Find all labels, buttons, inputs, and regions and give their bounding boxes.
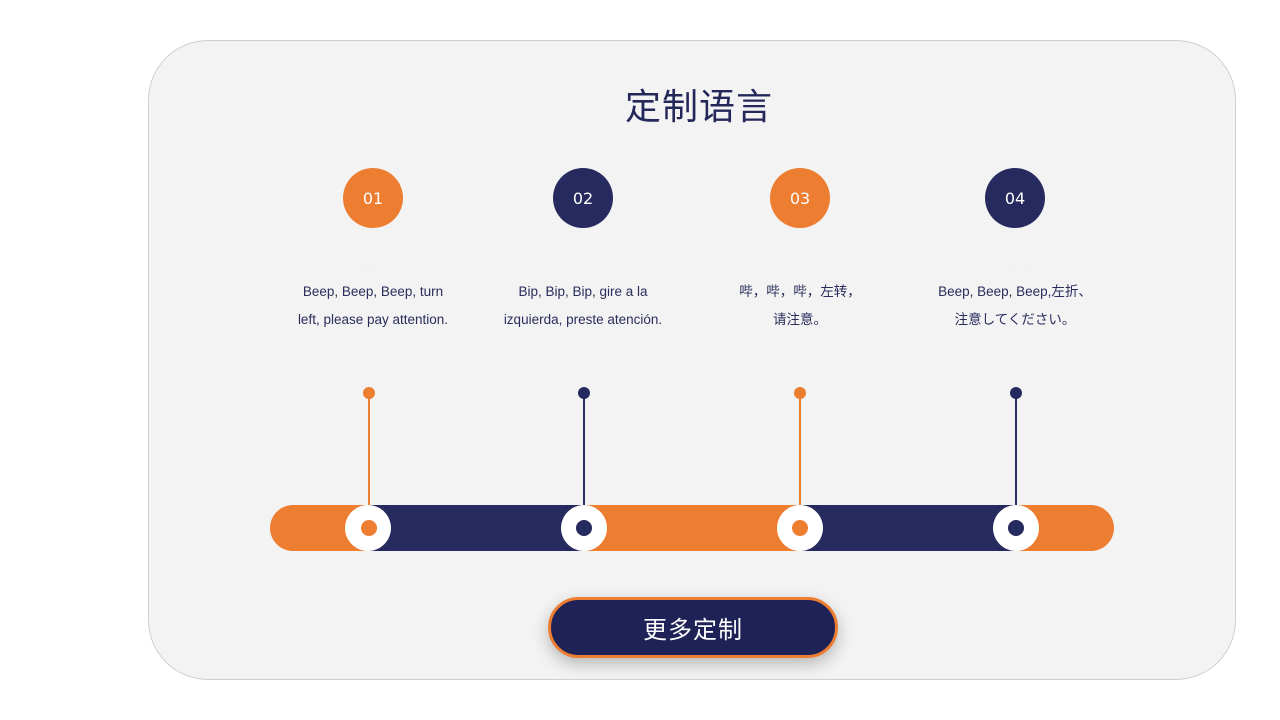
timeline-pin-line [583,393,585,527]
step-language: 中文 [784,258,815,276]
step-number-badge: 03 [770,168,830,228]
step-03: 03 中文 哔，哔，哔，左转， 请注意。 [690,168,910,333]
step-description: Beep, Beep, Beep, turn left, please pay … [263,278,483,333]
description-line: Beep, Beep, Beep, turn [302,284,444,299]
description-line: 注意してください。 [954,311,1076,327]
timeline-node [361,520,377,536]
timeline-pin-line [1015,393,1017,527]
timeline-pin-dot [363,387,375,399]
step-description: 哔，哔，哔，左转， 请注意。 [690,278,910,333]
description-line: left, please pay attention. [297,311,449,327]
timeline-segment [800,505,1016,551]
step-number-badge: 04 [985,168,1045,228]
step-01: 01 English Beep, Beep, Beep, turn left, … [263,168,483,333]
content-card [148,40,1236,680]
description-line: Beep, Beep, Beep,左折、 [938,284,1092,299]
timeline-segment [584,505,801,551]
timeline-node [576,520,592,536]
step-04: 04 日本語 Beep, Beep, Beep,左折、 注意してください。 [905,168,1125,333]
step-language: English [342,256,404,274]
timeline-pin-dot [794,387,806,399]
timeline-pin-line [368,393,370,527]
description-line: Bip, Bip, Bip, gire a la [518,284,648,299]
description-line: 请注意。 [773,311,827,327]
step-02: 02 Español Bip, Bip, Bip, gire a la izqu… [473,168,693,333]
description-line: izquierda, preste atención. [503,311,663,327]
timeline-node [792,520,808,536]
timeline-segment [369,505,585,551]
step-number-badge: 02 [553,168,613,228]
page-title: 定制语言 [624,87,773,128]
step-description: Beep, Beep, Beep,左折、 注意してください。 [905,278,1125,333]
description-line: 哔，哔，哔，左转， [739,284,861,299]
timeline-pin-line [799,393,801,527]
step-language: 日本語 [992,258,1038,276]
step-language: Español [549,256,617,274]
timeline-node [1008,520,1024,536]
timeline-pin-dot [1010,387,1022,399]
step-number-badge: 01 [343,168,403,228]
more-customization-button[interactable]: 更多定制 [548,597,838,658]
step-description: Bip, Bip, Bip, gire a la izquierda, pres… [473,278,693,333]
timeline-pin-dot [578,387,590,399]
